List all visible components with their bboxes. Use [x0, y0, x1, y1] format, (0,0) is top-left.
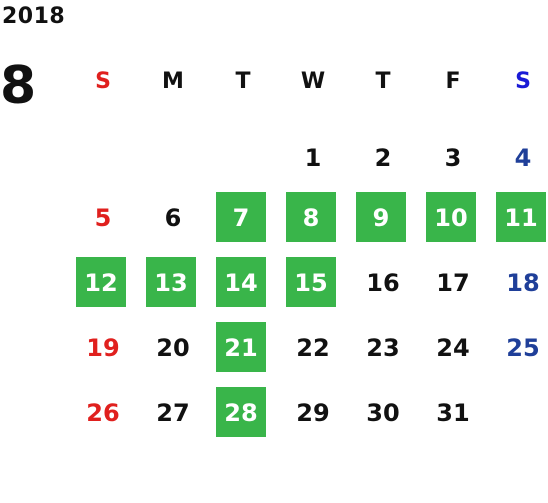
calendar-day-number: 20 [156, 333, 190, 362]
calendar-year: 2018 [2, 4, 66, 29]
weekday-friday: F [445, 68, 461, 94]
weekday-sunday: S [95, 68, 111, 94]
calendar-day-number: 22 [296, 333, 330, 362]
calendar-day[interactable]: 14 [208, 257, 278, 322]
calendar-day-number: 1 [304, 143, 322, 172]
calendar-day-number: 21 [224, 333, 258, 362]
calendar-day-number: 16 [366, 268, 400, 297]
calendar-day[interactable]: 21 [208, 322, 278, 387]
calendar-day[interactable]: 30 [348, 387, 418, 452]
calendar-day-number: 28 [224, 398, 258, 427]
calendar-day[interactable]: 8 [278, 192, 348, 257]
weekday-tuesday: T [235, 68, 251, 94]
calendar-day[interactable]: 26 [68, 387, 138, 452]
calendar-day-number: 23 [366, 333, 400, 362]
calendar-day[interactable]: 12 [68, 257, 138, 322]
calendar-day-number: 27 [156, 398, 190, 427]
calendar-day-number: 6 [164, 203, 182, 232]
calendar-day[interactable]: 15 [278, 257, 348, 322]
calendar-day-number: 2 [374, 143, 392, 172]
calendar-day-number: 14 [224, 268, 258, 297]
weekday-saturday: S [515, 68, 531, 94]
calendar-day-number: 7 [232, 203, 250, 232]
calendar-day[interactable]: 13 [138, 257, 208, 322]
calendar-day[interactable]: 7 [208, 192, 278, 257]
weekday-thursday: T [375, 68, 391, 94]
calendar-day[interactable]: 22 [278, 322, 348, 387]
calendar-day[interactable]: 1 [278, 137, 348, 192]
calendar-day-number: 10 [434, 203, 468, 232]
calendar-day-number: 12 [84, 268, 118, 297]
weekday-header-row: S M T W T F S [68, 62, 548, 100]
weekday-monday: M [162, 68, 184, 94]
calendar-day-number: 19 [86, 333, 120, 362]
weekday-wednesday: W [300, 68, 326, 94]
calendar-day[interactable]: 16 [348, 257, 418, 322]
calendar-day[interactable]: 24 [418, 322, 488, 387]
calendar-day[interactable]: 29 [278, 387, 348, 452]
calendar-day[interactable]: 2 [348, 137, 418, 192]
calendar-day-number: 8 [302, 203, 320, 232]
calendar-day-number: 18 [506, 268, 540, 297]
calendar-day-empty [208, 137, 278, 192]
calendar-day[interactable]: 6 [138, 192, 208, 257]
calendar-day-number: 26 [86, 398, 120, 427]
calendar-day[interactable]: 19 [68, 322, 138, 387]
calendar-day-number: 11 [504, 203, 538, 232]
calendar-day-number: 25 [506, 333, 540, 362]
calendar-day-number: 29 [296, 398, 330, 427]
calendar-day-number: 5 [94, 203, 112, 232]
calendar-day-number: 24 [436, 333, 470, 362]
calendar-day[interactable]: 10 [418, 192, 488, 257]
calendar-day[interactable]: 5 [68, 192, 138, 257]
calendar-day[interactable]: 20 [138, 322, 208, 387]
calendar-day-number: 31 [436, 398, 470, 427]
calendar-day-empty [488, 387, 548, 452]
calendar-day-number: 9 [372, 203, 390, 232]
calendar-day-number: 15 [294, 268, 328, 297]
calendar-day[interactable]: 23 [348, 322, 418, 387]
calendar-day[interactable]: 31 [418, 387, 488, 452]
calendar-day-empty [138, 137, 208, 192]
calendar-day[interactable]: 3 [418, 137, 488, 192]
calendar-day[interactable]: 18 [488, 257, 548, 322]
calendar-day-empty [68, 137, 138, 192]
calendar-day[interactable]: 11 [488, 192, 548, 257]
calendar-day[interactable]: 4 [488, 137, 548, 192]
calendar-day-number: 17 [436, 268, 470, 297]
calendar-day-number: 30 [366, 398, 400, 427]
calendar-month: 8 [0, 56, 37, 116]
calendar-day-number: 4 [514, 143, 532, 172]
calendar-day-number: 13 [154, 268, 188, 297]
calendar-day[interactable]: 28 [208, 387, 278, 452]
calendar-day[interactable]: 25 [488, 322, 548, 387]
calendar-day[interactable]: 27 [138, 387, 208, 452]
calendar-day-number: 3 [444, 143, 462, 172]
calendar-day[interactable]: 9 [348, 192, 418, 257]
calendar-day[interactable]: 17 [418, 257, 488, 322]
